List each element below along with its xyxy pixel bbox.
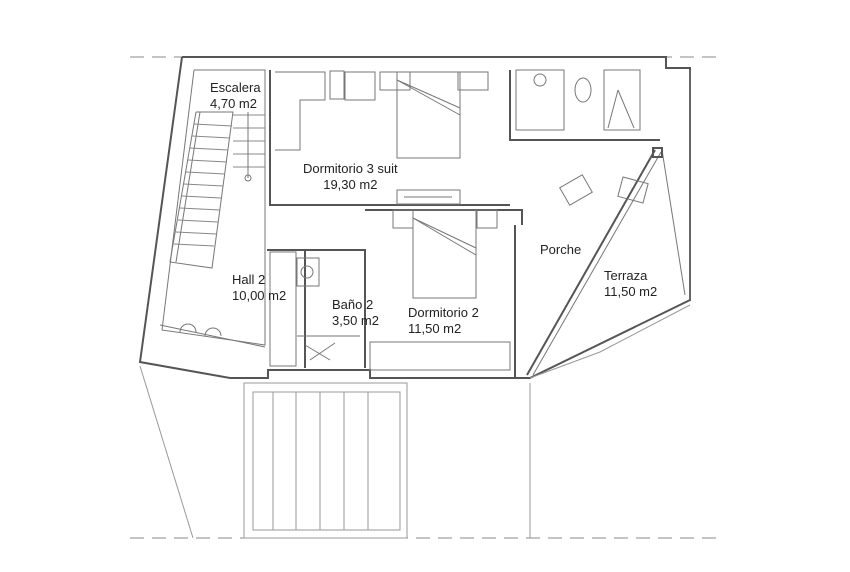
staircase: [169, 111, 265, 269]
room-label-hall-2: Hall 2 10,00 m2: [232, 272, 286, 304]
room-name: Baño 2: [332, 297, 374, 312]
room-name: Hall 2: [232, 272, 266, 287]
room-area: 3,50 m2: [332, 313, 379, 328]
dormitorio-2-walls: [365, 209, 523, 378]
room-label-escalera: Escalera 4,70 m2: [210, 80, 261, 112]
room-area: 19,30 m2: [323, 177, 378, 192]
room-name: Dormitorio 2: [408, 305, 479, 320]
room-name: Porche: [540, 242, 582, 257]
outer-walls: [138, 56, 691, 379]
bath-2-walls: [159, 249, 366, 368]
room-label-terraza: Terraza 11,50 m2: [604, 268, 657, 300]
room-label-dormitorio-2: Dormitorio 2 11,50 m2: [408, 305, 479, 337]
room-label-dormitorio-3: Dormitorio 3 suit 19,30 m2: [303, 161, 398, 193]
room-name: Dormitorio 3 suit: [303, 161, 398, 176]
room-area: 4,70 m2: [210, 96, 257, 111]
room-name: Terraza: [604, 268, 648, 283]
ground-level: [139, 304, 691, 539]
dormitorio-3-walls: [269, 70, 660, 206]
room-area: 11,50 m2: [604, 284, 658, 299]
room-area: 11,50 m2: [408, 321, 462, 336]
room-label-porche: Porche: [540, 242, 581, 258]
room-label-bano-2: Baño 2 3,50 m2: [332, 297, 379, 329]
suite-bathroom: [515, 69, 641, 131]
room-name: Escalera: [210, 80, 261, 95]
room-area: 10,00 m2: [232, 288, 287, 303]
terrace-area: [526, 70, 691, 376]
